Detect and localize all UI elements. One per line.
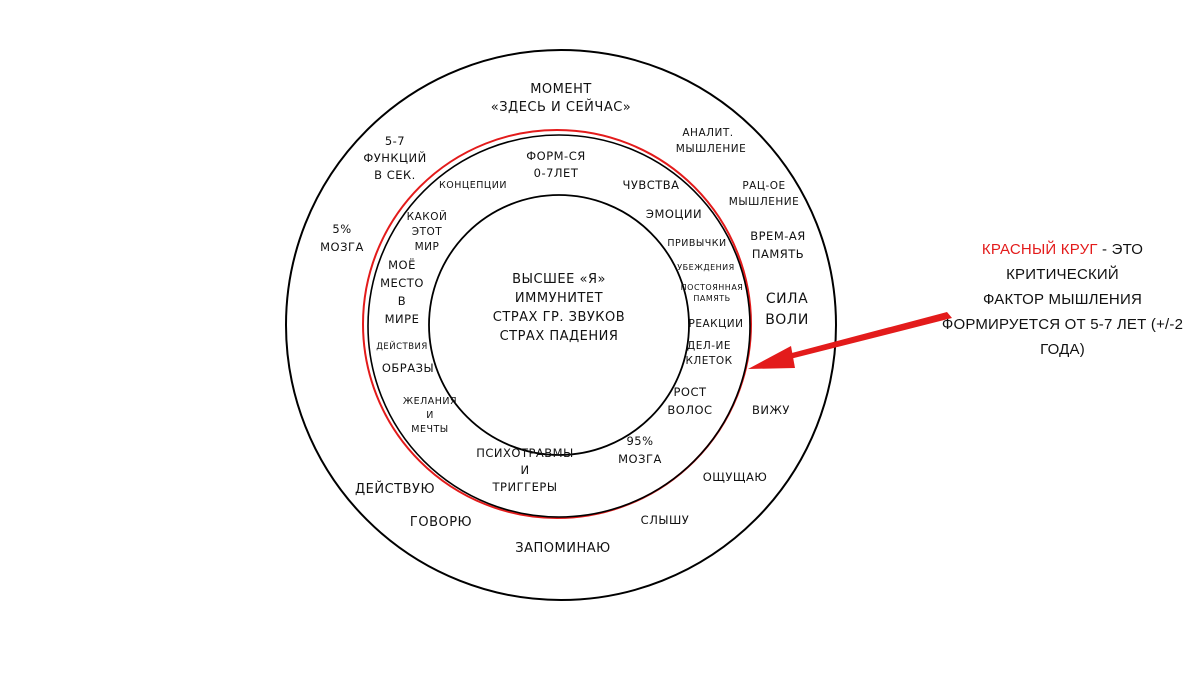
wishes-line-2: И	[426, 410, 434, 421]
critical-factor-note: КРАСНЫЙ КРУГ - ЭТО КРИТИЧЕСКИЙ ФАКТОР МЫ…	[925, 237, 1200, 362]
critical-red-circle	[362, 129, 752, 519]
emotions-label: ЭМОЦИИ	[646, 207, 702, 221]
form-line-2: 0-7ЛЕТ	[534, 166, 579, 180]
cells-line-1: ДЕЛ-ИЕ	[687, 340, 731, 352]
will-line-2: ВОЛИ	[765, 312, 809, 328]
analytic-line-2: МЫШЛЕНИЕ	[676, 143, 746, 155]
place-line-3: В	[398, 294, 406, 308]
remember-label: ЗАПОМИНАЮ	[515, 541, 610, 556]
note-line-2: ФАКТОР МЫШЛЕНИЯ	[983, 291, 1142, 308]
brain5-line-1: 5%	[332, 222, 351, 236]
brain95-line-1: 95%	[626, 434, 653, 448]
form-line-1: ФОРМ-СЯ	[526, 149, 585, 163]
center-labels: ВЫСШЕЕ «Я» ИММУНИТЕТ СТРАХ ГР. ЗВУКОВ СТ…	[493, 272, 625, 344]
trauma-line-2: И	[520, 463, 529, 477]
memory-line-2: ПАМЯТЬ	[693, 294, 730, 303]
outer-ring-labels: МОМЕНТ «ЗДЕСЬ И СЕЙЧАС» АНАЛИТ. МЫШЛЕНИЕ…	[320, 82, 809, 556]
moment-line-1: МОМЕНТ	[530, 82, 592, 97]
brain95-line-2: МОЗГА	[618, 452, 662, 466]
time-memory-line-1: ВРЕМ-АЯ	[750, 229, 806, 243]
concepts-label: КОНЦЕПЦИИ	[439, 180, 507, 191]
images-label: ОБРАЗЫ	[382, 361, 434, 375]
world-line-2: ЭТОТ	[412, 226, 443, 238]
brain5-line-2: МОЗГА	[320, 240, 364, 254]
note-red-label: КРАСНЫЙ КРУГ	[981, 241, 1098, 258]
trauma-line-3: ТРИГГЕРЫ	[492, 480, 558, 494]
place-line-2: МЕСТО	[380, 276, 424, 290]
speak-label: ГОВОРЮ	[410, 515, 472, 530]
trauma-line-1: ПСИХОТРАВМЫ	[476, 446, 574, 460]
beliefs-label: УБЕЖДЕНИЯ	[677, 263, 734, 272]
act-label: ДЕЙСТВУЮ	[355, 481, 435, 497]
center-line-3: СТРАХ ГР. ЗВУКОВ	[493, 310, 625, 325]
world-line-3: МИР	[415, 241, 440, 253]
arrow-head	[748, 346, 795, 369]
note-line-3: ФОРМИРУЕТСЯ ОТ 5-7 ЛЕТ (+/-2 ГОДА)	[941, 316, 1184, 358]
time-memory-line-2: ПАМЯТЬ	[752, 247, 804, 261]
will-line-1: СИЛА	[766, 291, 808, 307]
note-line-1-rest: - ЭТО КРИТИЧЕСКИЙ	[1006, 241, 1144, 283]
cells-line-2: КЛЕТОК	[685, 355, 732, 367]
world-line-1: КАКОЙ	[407, 210, 448, 223]
center-line-4: СТРАХ ПАДЕНИЯ	[500, 329, 619, 344]
wishes-line-3: МЕЧТЫ	[411, 424, 448, 435]
outer-circle	[285, 49, 837, 601]
wishes-line-1: ЖЕЛАНИЯ	[403, 396, 457, 407]
feel-label: ОЩУЩАЮ	[703, 470, 768, 484]
place-line-1: МОЁ	[388, 257, 416, 272]
note-line-1: КРАСНЫЙ КРУГ - ЭТО КРИТИЧЕСКИЙ	[925, 237, 1200, 287]
rational-line-1: РАЦ-ОЕ	[742, 180, 785, 192]
center-line-1: ВЫСШЕЕ «Я»	[512, 272, 606, 287]
moment-line-2: «ЗДЕСЬ И СЕЙЧАС»	[491, 99, 632, 115]
inner-circle	[428, 194, 690, 456]
habits-label: ПРИВЫЧКИ	[667, 238, 726, 249]
hair-line-1: РОСТ	[673, 385, 707, 399]
analytic-line-1: АНАЛИТ.	[682, 127, 733, 139]
place-line-4: МИРЕ	[385, 312, 420, 326]
functions-line-3: В СЕК.	[374, 168, 416, 182]
functions-line-1: 5-7	[385, 134, 405, 148]
feelings-label: ЧУВСТВА	[622, 178, 679, 192]
functions-line-2: ФУНКЦИЙ	[363, 150, 426, 165]
hear-label: СЛЫШУ	[641, 513, 690, 527]
see-label: ВИЖУ	[752, 403, 790, 417]
middle-ring-labels: ФОРМ-СЯ 0-7ЛЕТ КОНЦЕПЦИИ ЧУВСТВА ЭМОЦИИ …	[376, 149, 743, 494]
rational-line-2: МЫШЛЕНИЕ	[729, 196, 799, 208]
center-line-2: ИММУНИТЕТ	[515, 291, 603, 306]
hair-line-2: ВОЛОС	[667, 403, 712, 417]
arrow-shaft	[788, 312, 952, 359]
actions-label: ДЕЙСТВИЯ	[376, 340, 428, 352]
memory-line-1: ПОСТОЯННАЯ	[681, 283, 744, 292]
arrow	[748, 312, 952, 369]
middle-circle	[367, 134, 751, 518]
reactions-label: РЕАКЦИИ	[689, 318, 744, 330]
